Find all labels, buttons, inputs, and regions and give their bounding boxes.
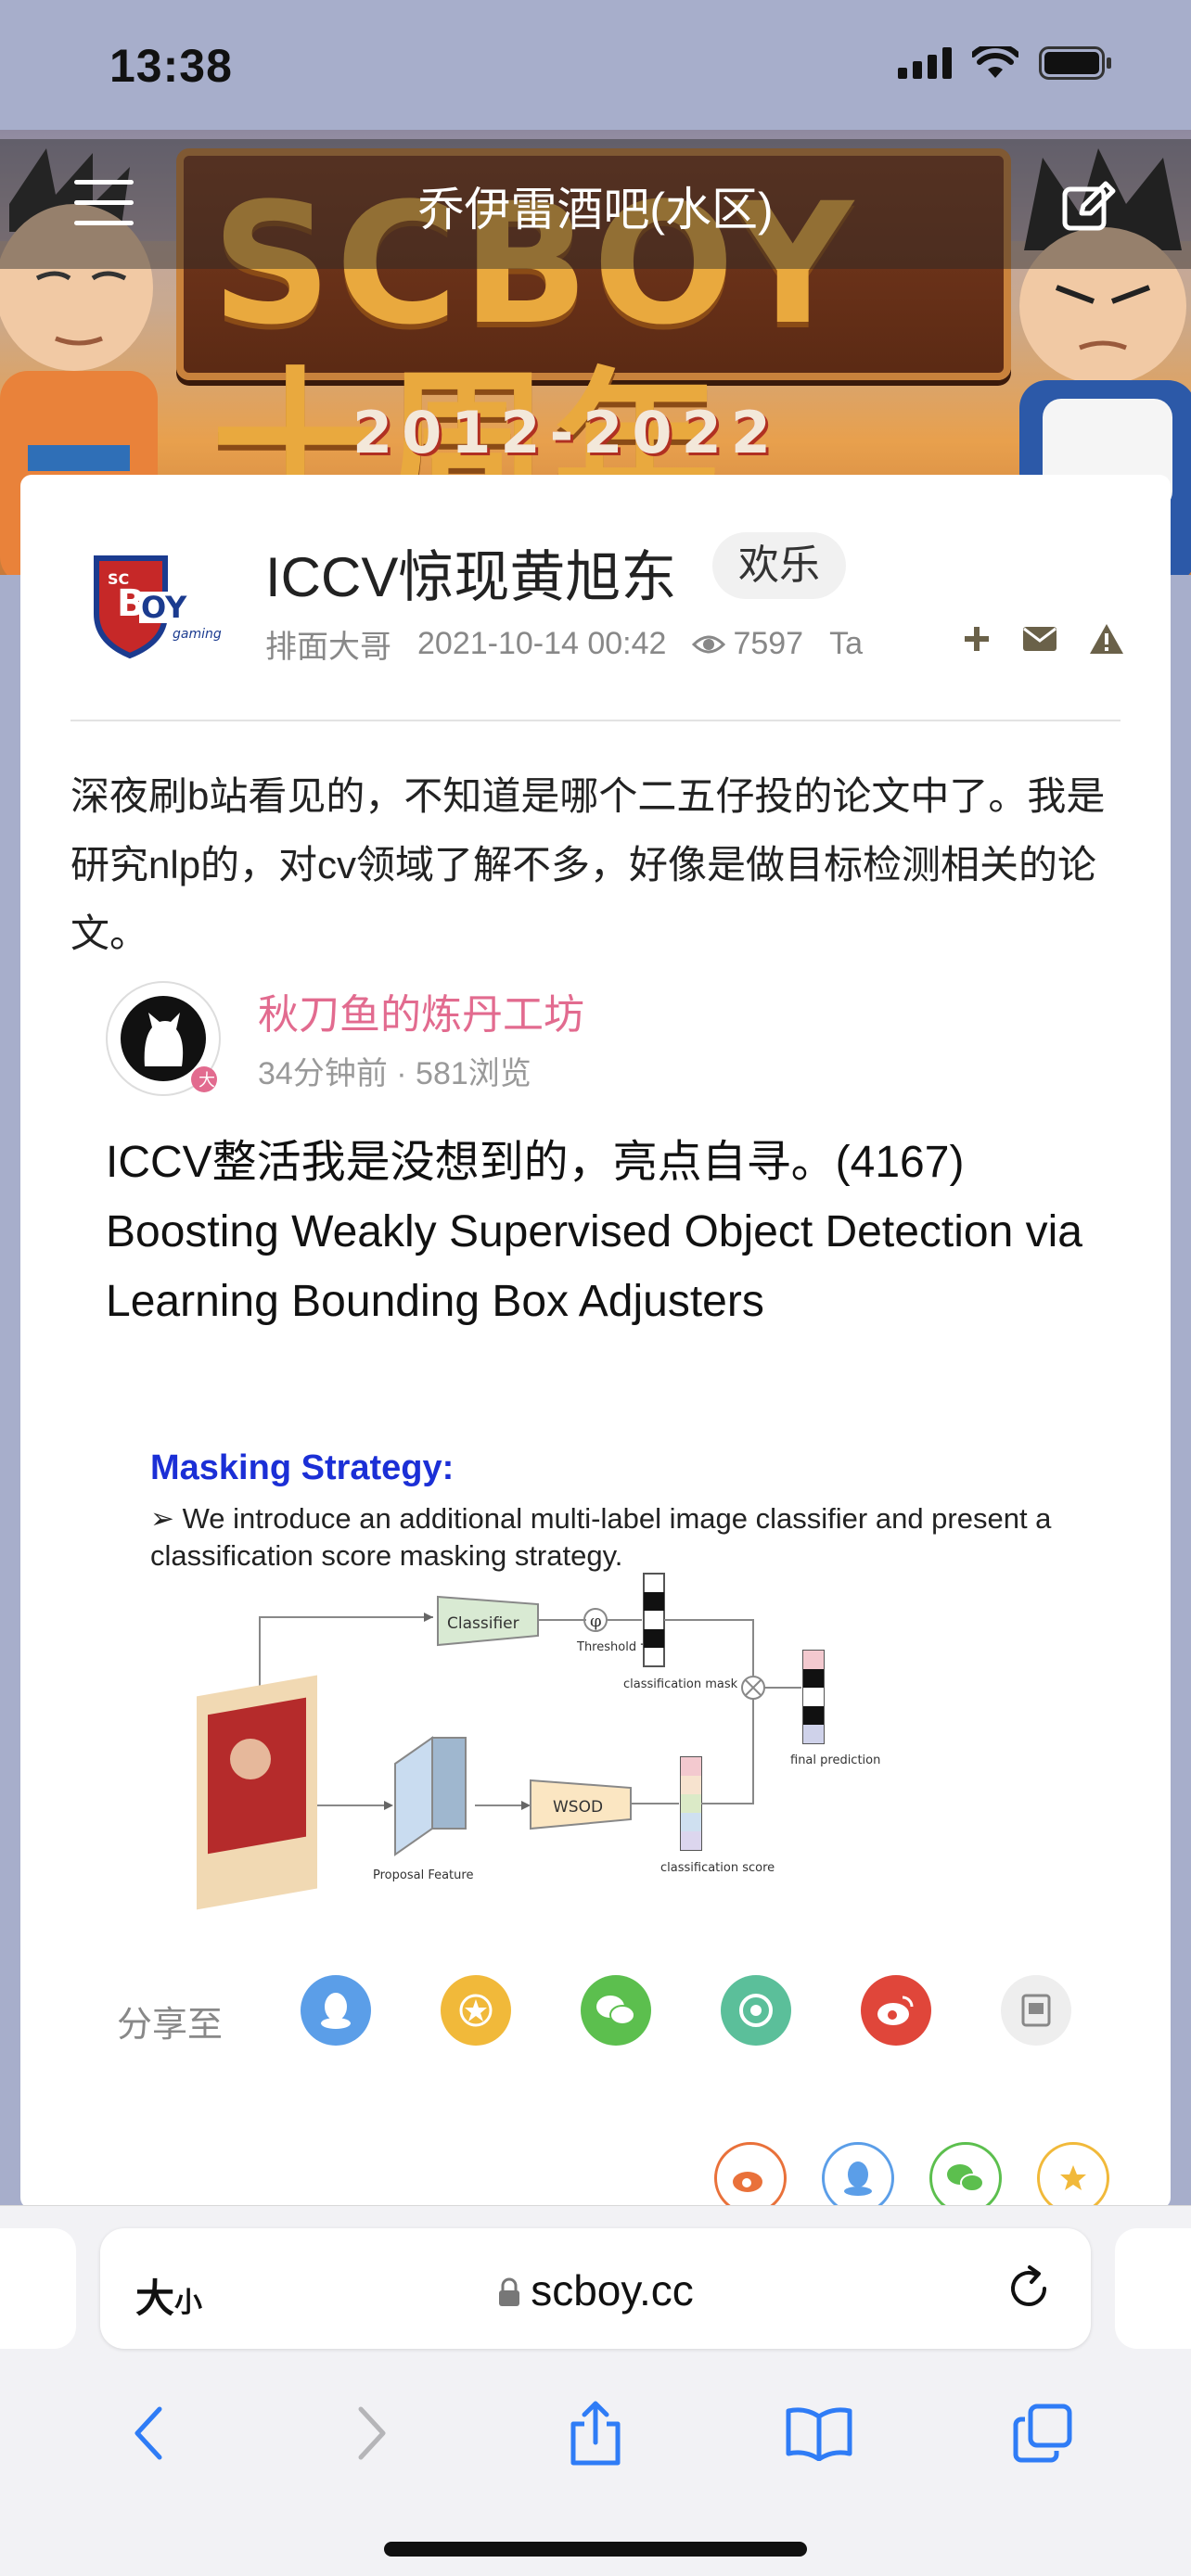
hamburger-icon	[74, 180, 134, 185]
signal-icon	[898, 47, 952, 79]
forum-title: 乔伊雷酒吧(水区)	[417, 184, 774, 236]
svg-text:classification score: classification score	[660, 1861, 775, 1875]
figure-bullet: ➢ We introduce an additional multi-label…	[150, 1502, 1052, 1572]
qzone-icon[interactable]	[441, 1975, 511, 2046]
bookmarks-button[interactable]	[782, 2396, 856, 2470]
poster-icon[interactable]	[1001, 1975, 1071, 2046]
chevron-right-icon	[358, 2406, 386, 2460]
forward-button[interactable]	[335, 2396, 409, 2470]
status-time: 13:38	[109, 40, 233, 92]
wechat-icon[interactable]	[581, 1975, 651, 2046]
embed-author-avatar[interactable]: 大	[106, 981, 221, 1096]
qzone-icon[interactable]	[1037, 2142, 1109, 2214]
share-button[interactable]	[558, 2396, 633, 2470]
tabs-icon	[1013, 2404, 1072, 2463]
author-name[interactable]: 排面大哥	[265, 630, 391, 665]
divider	[70, 720, 1121, 721]
svg-text:gaming: gaming	[173, 627, 222, 642]
share-icons	[301, 1975, 1071, 2046]
svg-text:Threshold τ: Threshold τ	[576, 1640, 647, 1654]
next-tab[interactable]	[1115, 2228, 1191, 2349]
home-indicator	[384, 2542, 807, 2557]
share-label: 分享至	[117, 2006, 224, 2045]
svg-text:final prediction: final prediction	[790, 1753, 880, 1767]
category-tag[interactable]: 欢乐	[712, 532, 846, 599]
post-meta: 排面大哥 2021-10-14 00:42 7597 Ta	[265, 621, 863, 667]
compose-icon[interactable]	[1061, 178, 1117, 234]
lock-icon	[499, 2277, 520, 2306]
svg-text:Classifier: Classifier	[447, 1614, 519, 1633]
weibo-icon[interactable]	[714, 2142, 787, 2214]
figure-heading: Masking Strategy:	[150, 1448, 455, 1487]
svg-text:SC: SC	[108, 570, 129, 588]
post-actions	[963, 623, 1124, 655]
embed-author-name[interactable]: 秋刀鱼的炼丹工坊	[258, 992, 584, 1038]
post-title: ICCV惊现黄旭东	[265, 546, 677, 608]
back-button[interactable]	[111, 2396, 186, 2470]
battery-icon	[1039, 46, 1111, 80]
url-field[interactable]: scboy.cc	[100, 2265, 1091, 2315]
book-icon	[786, 2407, 852, 2461]
floating-share-bar	[714, 2142, 1109, 2214]
svg-text:大: 大	[198, 1071, 215, 1090]
plus-icon[interactable]	[963, 625, 991, 653]
chevron-left-icon	[134, 2406, 162, 2460]
status-bar: 13:38	[0, 0, 1191, 130]
address-bar[interactable]: 大小 scboy.cc	[100, 2228, 1091, 2349]
method-diagram: Classifier φ Threshold τ classification …	[197, 1573, 880, 1910]
embed-text: ICCV整活我是没想到的，亮点自寻。(4167) Boosting Weakly…	[106, 1138, 1082, 1326]
wechat-icon[interactable]	[929, 2142, 1002, 2214]
svg-text:classification mask: classification mask	[623, 1677, 738, 1691]
eye-icon	[692, 635, 726, 653]
embed-meta: 34分钟前 · 581浏览	[258, 1056, 531, 1091]
author-avatar[interactable]: SC B OY gaming	[83, 549, 232, 660]
post-body: 深夜刷b站看见的，不知道是哪个二五仔投的论文中了。我是研究nlp的，对cv领域了…	[70, 774, 1106, 955]
view-count: 7597	[692, 626, 803, 662]
cat-avatar-icon: 大	[121, 996, 217, 1092]
share-icon	[570, 2401, 621, 2466]
mail-icon[interactable]	[1022, 626, 1057, 652]
reload-icon[interactable]	[1004, 2264, 1054, 2314]
qq-icon[interactable]	[301, 1975, 371, 2046]
post-datetime: 2021-10-14 00:42	[417, 626, 667, 661]
browser-toolbar	[0, 2382, 1191, 2484]
wifi-icon	[972, 46, 1018, 78]
svg-text:Proposal Feature: Proposal Feature	[373, 1868, 473, 1882]
top-nav-bar: 乔伊雷酒吧(水区)	[0, 139, 1191, 269]
browser-bottom-bar: 大小 scboy.cc	[0, 2205, 1191, 2576]
anniversary-years: 2012-2022	[352, 399, 780, 466]
weibo-icon[interactable]	[861, 1975, 931, 2046]
moments-icon[interactable]	[721, 1975, 791, 2046]
svg-text:OY: OY	[141, 590, 187, 625]
text-size-button[interactable]: 大小	[135, 2276, 203, 2320]
svg-text:WSOD: WSOD	[553, 1798, 603, 1817]
ta-link[interactable]: Ta	[829, 626, 864, 661]
svg-text:φ: φ	[590, 1612, 602, 1631]
paper-figure[interactable]: Masking Strategy: ➢ We introduce an addi…	[141, 1448, 1069, 1931]
warning-icon[interactable]	[1089, 623, 1124, 655]
qq-icon[interactable]	[822, 2142, 894, 2214]
menu-button[interactable]	[74, 180, 134, 232]
post-card: SC B OY gaming ICCV惊现黄旭东 欢乐 排面大哥 2021-10…	[20, 475, 1171, 2209]
tabs-button[interactable]	[1005, 2396, 1080, 2470]
previous-tab[interactable]	[0, 2228, 76, 2349]
status-icons	[898, 46, 1113, 80]
